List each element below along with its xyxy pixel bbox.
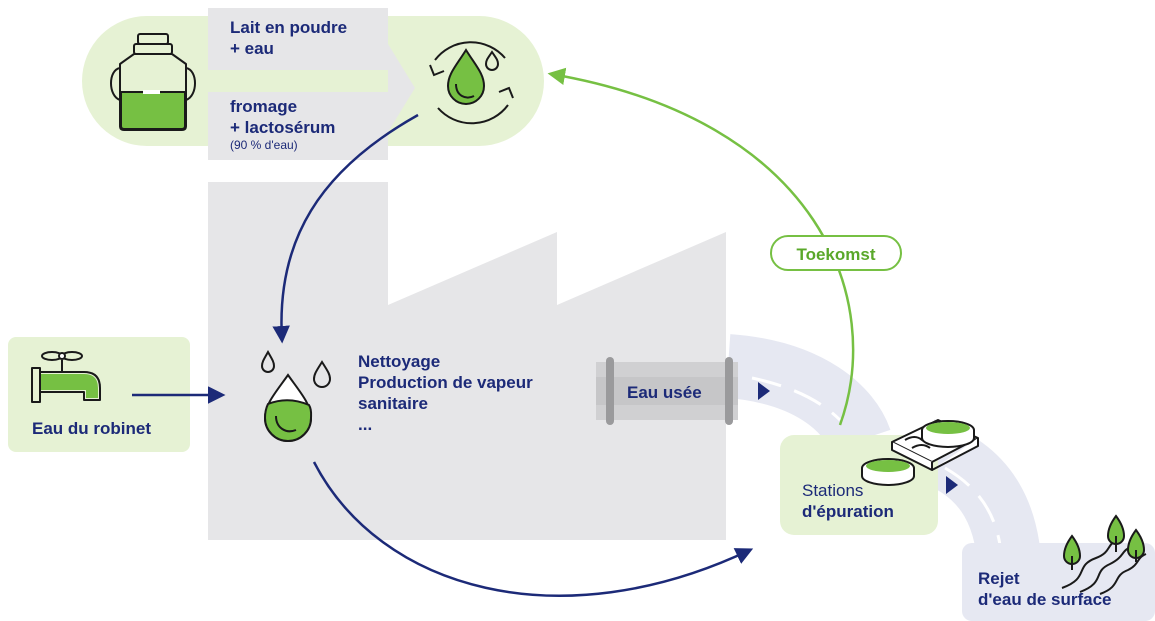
flow-arrowhead-1 <box>758 382 770 400</box>
wastewater-label: Eau usée <box>627 383 702 402</box>
treatment-plant-icon <box>861 419 979 486</box>
water-drops-icon <box>260 349 332 442</box>
recycle-source-panel <box>82 16 544 146</box>
cheese-label: fromage + lactosérum (90 % d'eau) <box>230 97 336 152</box>
river-trees-icon <box>1061 514 1147 595</box>
arrow-to-recycle <box>388 44 415 132</box>
recycle-drop-icon <box>429 41 514 125</box>
discharge-label: Rejet d'eau de surface <box>978 569 1112 609</box>
milk-powder-box <box>208 8 388 70</box>
tap-water-label: Eau du robinet <box>32 419 151 438</box>
cheese-box <box>208 92 388 160</box>
pipe-ring-right <box>725 357 733 425</box>
treatment-label: Stations d'épuration <box>802 481 894 521</box>
flow-arrowhead-2 <box>946 476 958 494</box>
tap-icon <box>31 351 101 403</box>
water-uses-label: Nettoyage Production de vapeur sanitaire… <box>358 352 533 434</box>
future-badge: Toekomst <box>770 235 902 271</box>
surface-discharge-box <box>962 543 1155 621</box>
milk-can-icon <box>110 33 196 131</box>
future-reuse-arrow <box>547 67 855 426</box>
pipe-ring-left <box>606 357 614 425</box>
factory-silhouette <box>208 182 726 540</box>
factory-to-treatment-arrow <box>312 461 754 597</box>
recycle-to-factory-arrow <box>272 113 419 344</box>
milk-powder-label: Lait en poudre + eau <box>230 18 348 58</box>
